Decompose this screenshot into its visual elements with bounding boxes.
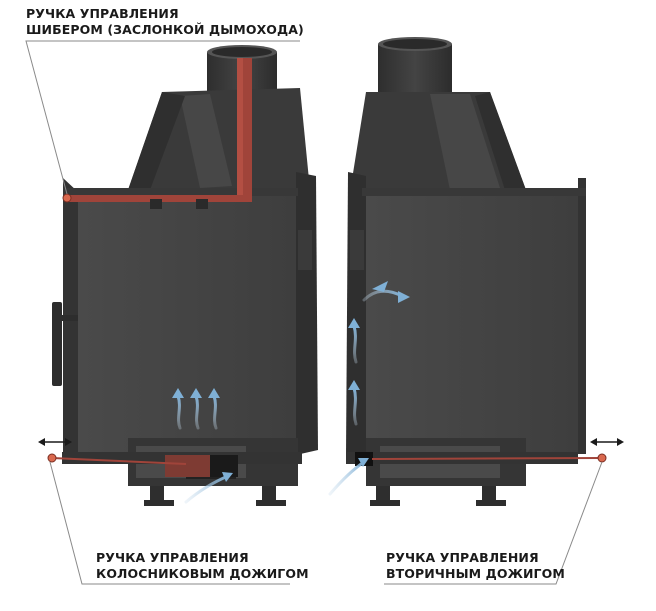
secondary-leader-line xyxy=(384,461,603,585)
left-body xyxy=(78,192,296,454)
left-grate-slider xyxy=(165,455,213,477)
damper-label-line2: ШИБЕРОМ (ЗАСЛОНКОЙ ДЫМОХОДА) xyxy=(26,22,304,37)
damper-control-rod xyxy=(66,58,252,209)
grate-control-label: РУЧКА УПРАВЛЕНИЯ КОЛОСНИКОВЫМ ДОЖИГОМ xyxy=(96,550,309,582)
grate-control-knob-icon[interactable] xyxy=(47,453,57,463)
secondary-label-line2: ВТОРИЧНЫМ ДОЖИГОМ xyxy=(386,566,565,581)
grate-label-line2: КОЛОСНИКОВЫМ ДОЖИГОМ xyxy=(96,566,309,581)
damper-leader-line xyxy=(25,40,300,195)
secondary-control-knob-icon[interactable] xyxy=(597,453,607,463)
secondary-control-label: РУЧКА УПРАВЛЕНИЯ ВТОРИЧНЫМ ДОЖИГОМ xyxy=(386,550,565,582)
grate-control-rod xyxy=(51,457,187,465)
leader-lines xyxy=(25,40,603,585)
damper-label-line1: РУЧКА УПРАВЛЕНИЯ xyxy=(26,6,179,21)
air-flow-arrow-icon xyxy=(176,394,182,430)
right-fireplace-unit xyxy=(328,37,607,506)
grate-leader-line xyxy=(49,461,290,585)
left-door-handle xyxy=(52,302,62,386)
left-fireplace-unit xyxy=(47,45,318,506)
grate-label-line1: РУЧКА УПРАВЛЕНИЯ xyxy=(96,550,249,565)
damper-control-knob-icon[interactable] xyxy=(62,193,72,203)
secondary-control-rod xyxy=(371,457,603,460)
damper-control-label: РУЧКА УПРАВЛЕНИЯ ШИБЕРОМ (ЗАСЛОНКОЙ ДЫМО… xyxy=(26,6,304,38)
right-flue-pipe xyxy=(378,44,452,96)
right-body xyxy=(366,192,578,454)
grate-double-arrow-icon xyxy=(38,438,72,446)
air-flow-arrow-icon xyxy=(352,324,358,364)
secondary-double-arrow-icon xyxy=(590,438,624,446)
secondary-label-line1: РУЧКА УПРАВЛЕНИЯ xyxy=(386,550,539,565)
left-side-panel xyxy=(296,172,318,455)
